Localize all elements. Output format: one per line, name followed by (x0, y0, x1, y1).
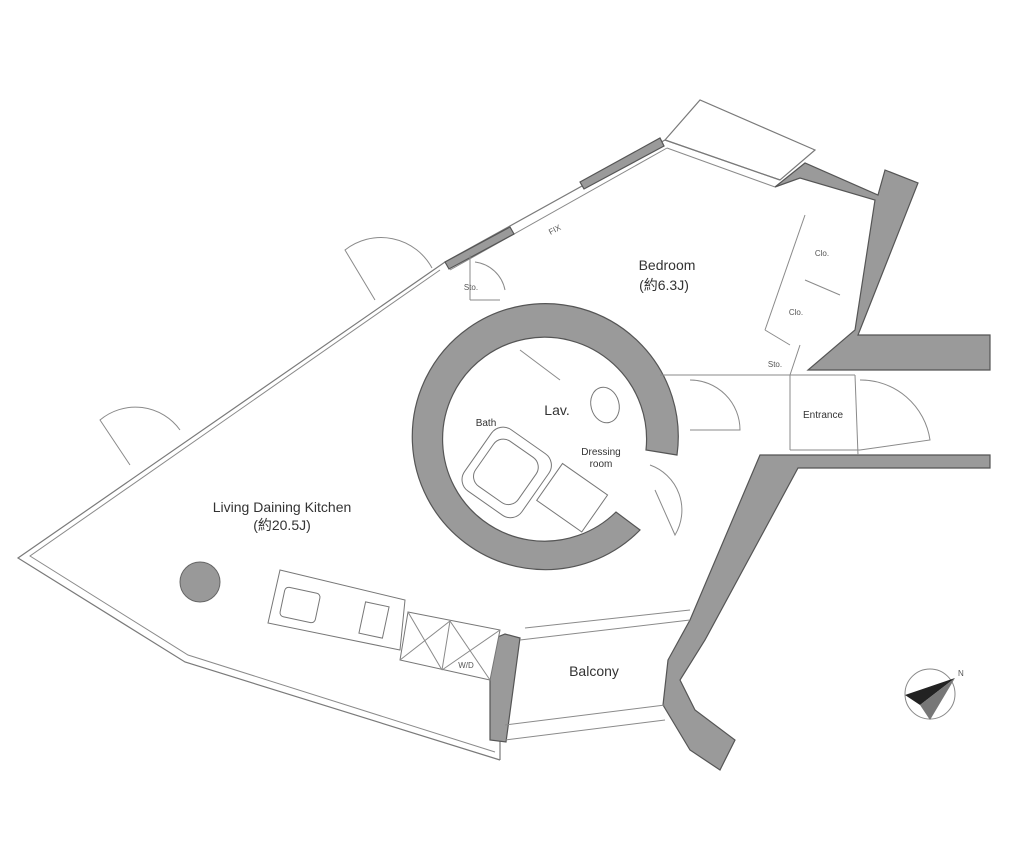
compass-north-label: N (958, 669, 964, 678)
interior-lines (469, 214, 860, 741)
bedroom-area: (約6.3J) (639, 277, 689, 293)
bath-label: Bath (476, 418, 497, 429)
kitchen-counter (267, 569, 501, 681)
balcony-label: Balcony (569, 663, 619, 679)
compass-icon: N (904, 668, 964, 720)
closet-label-bottom: Clo. (789, 308, 803, 317)
dressing-room-label-2: room (590, 459, 613, 470)
fix-window-label: FIX (547, 223, 563, 237)
bedroom-outline (444, 99, 817, 271)
window-panels (444, 137, 665, 270)
right-walls (489, 162, 991, 771)
living-room-area: (約20.5J) (253, 517, 311, 533)
column (179, 561, 221, 603)
dressing-room-label: Dressing (581, 447, 620, 458)
bath-fixtures (461, 349, 620, 533)
door-swings (99, 237, 931, 537)
washer-dryer-label: W/D (458, 661, 474, 670)
bedroom-label: Bedroom (639, 257, 696, 273)
entrance-label: Entrance (803, 410, 843, 421)
living-room-label: Living Daining Kitchen (213, 499, 352, 515)
storage-label-left: Sto. (464, 283, 478, 292)
storage-label-right: Sto. (768, 360, 782, 369)
lav-label: Lav. (544, 402, 569, 418)
closet-label-top: Clo. (815, 249, 829, 258)
circular-wall (411, 303, 679, 571)
